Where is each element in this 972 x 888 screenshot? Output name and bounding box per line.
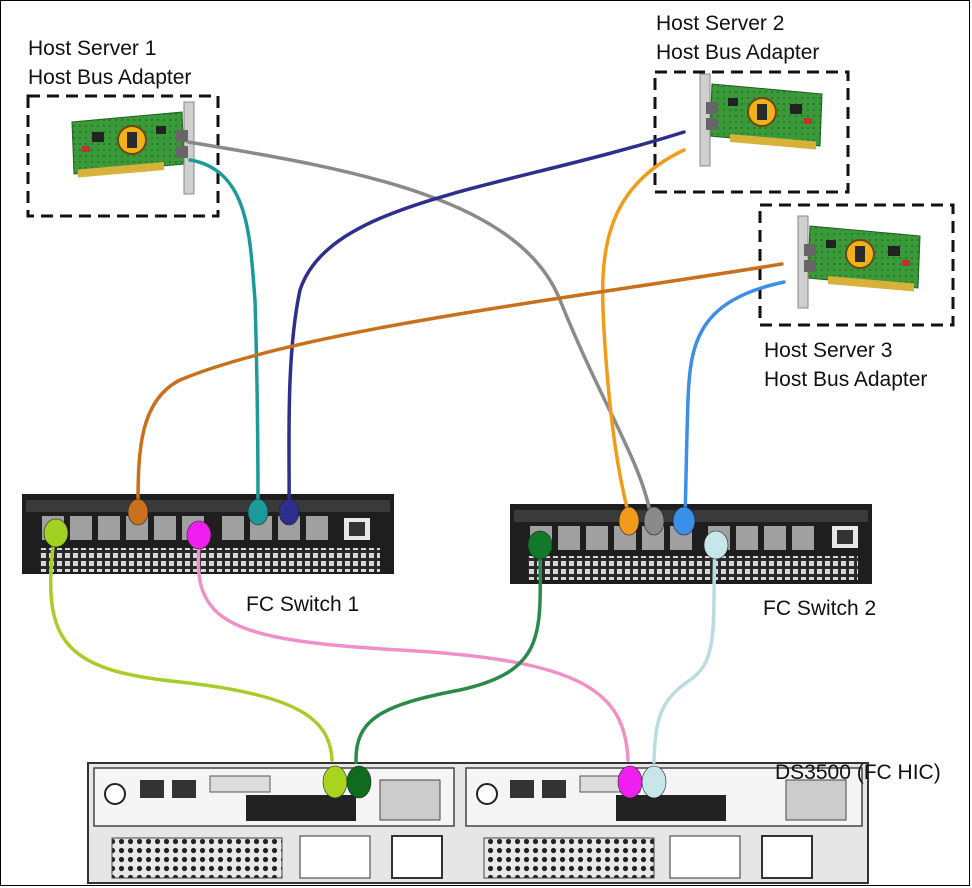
connector-sw1-host3 xyxy=(127,498,149,526)
cable-host3-to-switch1 xyxy=(136,262,784,508)
cable-switch2-to-storage-ctrl2 xyxy=(652,543,717,764)
host1-label: Host Server 1 Host Bus Adapter xyxy=(28,34,191,92)
host1-box xyxy=(26,94,220,218)
host3-box xyxy=(758,203,955,327)
host2-label-line1: Host Server 2 xyxy=(656,12,785,35)
cable-switch1-to-storage-ctrl1 xyxy=(48,528,334,762)
host1-hba-card xyxy=(71,101,195,195)
connector-sw2-host1 xyxy=(643,506,665,536)
connector-storage-ctrl2-lightblue xyxy=(641,765,667,799)
connector-sw1-storage-lime xyxy=(43,518,69,548)
host2-hba-card xyxy=(699,73,823,167)
cable-switch1-to-storage-ctrl2 xyxy=(196,534,630,762)
connector-sw2-host3 xyxy=(672,506,696,536)
cable-host2-to-switch2 xyxy=(600,148,686,514)
host1-label-line1: Host Server 1 xyxy=(28,37,157,60)
cable-host3-to-switch2 xyxy=(683,280,786,517)
cable-host1-to-switch1-teal xyxy=(188,158,260,507)
host2-label: Host Server 2 Host Bus Adapter xyxy=(656,9,819,67)
host3-hba-card xyxy=(797,215,921,309)
switch1-label: FC Switch 1 xyxy=(246,593,360,616)
cable-host1-to-switch2 xyxy=(186,140,652,514)
storage-label: DS3500 (FC HIC) xyxy=(775,761,941,784)
connector-sw2-host2 xyxy=(618,506,640,536)
connector-storage-ctrl1-green xyxy=(346,765,372,799)
host3-label: Host Server 3 Host Bus Adapter xyxy=(764,336,927,394)
host1-label-line2: Host Bus Adapter xyxy=(28,66,192,89)
host3-label-line1: Host Server 3 xyxy=(764,339,893,362)
host2-box xyxy=(653,70,850,194)
host3-label-line2: Host Bus Adapter xyxy=(764,368,928,391)
connector-sw1-storage-magenta xyxy=(186,520,212,550)
switch2-label: FC Switch 2 xyxy=(763,597,877,620)
connector-sw1-host2 xyxy=(278,498,300,526)
cable-switch2-to-storage-ctrl1 xyxy=(354,538,543,764)
cable-host2-to-switch1 xyxy=(287,130,686,507)
connector-sw1-host1 xyxy=(247,498,269,526)
connector-storage-ctrl2-magenta xyxy=(617,765,643,799)
connector-sw2-storage-green xyxy=(527,530,553,560)
connector-storage-ctrl1-lime xyxy=(322,765,348,799)
connector-sw2-storage-lightblue xyxy=(703,530,729,560)
host2-label-line2: Host Bus Adapter xyxy=(656,41,820,64)
ds3500-storage xyxy=(87,762,869,884)
